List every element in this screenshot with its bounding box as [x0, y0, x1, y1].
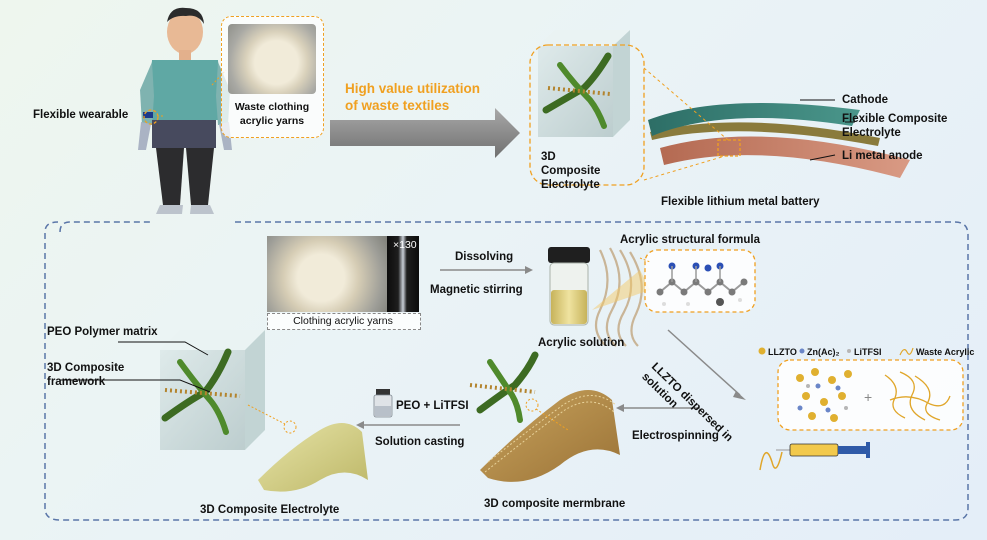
solution-casting-label: Solution casting [375, 436, 465, 448]
framework-label: 3D Composite framework [47, 362, 125, 388]
cathode-label: Cathode [842, 94, 888, 106]
waste-yarns-label: Waste clothing acrylic yarns [234, 101, 310, 127]
acrylic-fiber-bundle [594, 247, 643, 347]
electrospinning-syringe [759, 442, 870, 471]
plus-symbol: + [864, 389, 872, 405]
legend-waste-acrylic: Waste Acrylic [916, 347, 975, 357]
top-composite-electrolyte-label: 3D Composite Electrolyte [541, 151, 601, 191]
molecule-model [656, 262, 748, 306]
framework-leader [60, 379, 211, 393]
clothing-yarns-photo [267, 236, 387, 312]
dissolving-label: Dissolving [455, 251, 514, 263]
waste-yarns-photo [228, 24, 316, 94]
acrylic-solution-vial [548, 247, 590, 326]
anode-leader [809, 154, 836, 161]
composite-membrane [480, 390, 620, 482]
acrylic-formula-label: Acrylic structural formula [620, 234, 760, 246]
peo-matrix-label: PEO Polymer matrix [47, 326, 158, 338]
process-region-outline [44, 221, 969, 521]
waste-acrylic-strands [884, 371, 951, 421]
top-composite-cube [538, 30, 630, 137]
acrylic-solution-label: Acrylic solution [538, 337, 625, 349]
formula-panel [644, 249, 756, 313]
flexible-composite-electrolyte-label: Flexible Composite Electrolyte [842, 113, 948, 139]
fiber-micrograph [387, 236, 419, 312]
membrane-framework [469, 351, 539, 423]
battery-caption: Flexible lithium metal battery [661, 196, 820, 208]
peo-litfsi-label: PEO + LiTFSI [396, 400, 469, 412]
top-cube-frame [529, 44, 645, 186]
high-value-label: High value utilization of waste textiles [345, 81, 481, 113]
big-arrow [330, 108, 520, 158]
clothing-yarns-label: Clothing acrylic yarns [293, 315, 393, 327]
flexible-battery [648, 102, 910, 178]
legend-llzto: LLZTO [768, 347, 797, 357]
flexible-wearable-label: Flexible wearable [33, 109, 129, 121]
legend-litfsi: LiTFSI [854, 347, 882, 357]
wrist-callout [143, 109, 159, 125]
battery-zoom-box [717, 139, 741, 157]
electrospinning-label: Electrospinning [632, 430, 719, 442]
person-figure [138, 7, 232, 214]
clothing-yarns-caption-box [267, 313, 421, 330]
composite-electrolyte-film [258, 422, 368, 492]
membrane-label: 3D composite mermbrane [484, 498, 626, 510]
magnification-label: ×130 [393, 239, 417, 251]
magnetic-stirring-label: Magnetic stirring [430, 284, 523, 296]
bottom-composite-cube [160, 330, 265, 450]
peo-bottle [373, 389, 393, 418]
li-anode-label: Li metal anode [842, 150, 923, 162]
peo-matrix-leader [118, 341, 209, 356]
final-electrolyte-label: 3D Composite Electrolyte [200, 504, 340, 516]
legend-znac: Zn(Ac)₂ [807, 347, 840, 357]
llzto-particles [796, 368, 852, 422]
